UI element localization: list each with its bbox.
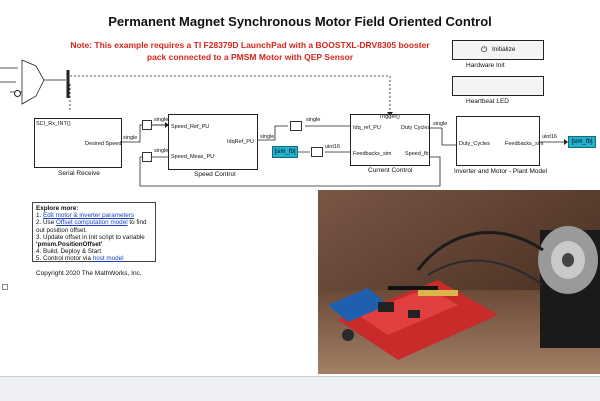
signal-type: uint16 <box>542 134 557 140</box>
explore-item-1: 1. Edit motor & inverter parameters <box>36 212 152 219</box>
host-model-link[interactable]: host model <box>92 255 124 263</box>
explore-more-panel: Explore more: 1. Edit motor & inverter p… <box>32 202 156 262</box>
duty-cycles-in-port: Duty_Cycles <box>459 141 490 147</box>
signal-type: single <box>154 117 169 123</box>
checkbox-icon[interactable] <box>2 284 8 290</box>
item-prefix: 1. <box>36 212 44 220</box>
hardware-init-label: Hardware Init <box>466 62 505 69</box>
power-icon: ⏻ <box>481 45 488 54</box>
speed-ref-port: Speed_Ref_PU <box>171 124 210 130</box>
speed-control-label: Speed Control <box>194 171 236 178</box>
initialize-label: Initialize <box>492 46 516 53</box>
explore-item-2: 2. Use Offset computation model to find … <box>36 219 152 233</box>
signal-type: single <box>306 117 321 123</box>
offset-variable: 'pmsm.PositionOffset' <box>36 241 103 249</box>
requirements-note: Note: This example requires a TI F28379D… <box>70 40 430 62</box>
serial-receive-block[interactable]: SCI_Rx_INT() Desired Speed <box>34 118 122 168</box>
current-control-block[interactable]: Trigger() Idq_ref_PU Feedbacks_sim Duty … <box>350 114 430 166</box>
plant-model-label: Inverter and Motor - Plant Model <box>454 168 548 175</box>
signal-type: single <box>433 121 448 127</box>
serial-trigger-port: SCI_Rx_INT() <box>36 121 71 127</box>
data-type-conversion-block[interactable] <box>311 147 323 157</box>
offset-model-link[interactable]: Offset computation model <box>55 219 128 227</box>
signal-type: single <box>260 134 275 140</box>
data-type-conversion-block[interactable] <box>142 120 152 130</box>
speed-control-block[interactable]: Speed_Ref_PU Speed_Meas_PU IdqRef_PU <box>168 114 258 170</box>
signal-type: uint16 <box>325 144 340 150</box>
item-text: 3. Update offset in Init script to varia… <box>36 233 145 241</box>
idqref-port: IdqRef_PU <box>227 139 254 145</box>
status-bar <box>0 376 600 401</box>
feedbacks-out-port: Feedbacks_sim <box>505 141 544 147</box>
speed-meas-port: Speed_Meas_PU <box>171 154 215 160</box>
current-control-label: Current Control <box>368 167 413 174</box>
explore-item-5: 5. Control motor via host model <box>36 255 152 262</box>
item-prefix: 2. Use <box>36 219 56 227</box>
duty-cycles-port: Duty Cycles <box>401 125 431 131</box>
inport-icon <box>14 90 21 97</box>
data-type-conversion-block[interactable] <box>290 121 302 131</box>
explore-item-4: 4. Build, Deploy & Start <box>36 248 102 256</box>
explore-item-3: 3. Update offset in Init script to varia… <box>36 234 152 248</box>
explore-heading: Explore more: <box>36 205 79 212</box>
hardware-photo <box>318 190 600 374</box>
goto-sim-fb-tag[interactable]: [sim_fb] <box>568 136 596 148</box>
serial-signal-type: single <box>123 135 138 141</box>
signal-type: single <box>154 148 169 154</box>
idq-ref-port: Idq_ref_PU <box>353 125 381 131</box>
edit-params-link[interactable]: Edit motor & inverter parameters <box>43 212 135 220</box>
copyright-text: Copyright 2020 The MathWorks, Inc. <box>36 270 142 277</box>
heartbeat-led-block[interactable] <box>452 76 544 96</box>
heartbeat-led-label: Heartbeat LED <box>466 98 509 105</box>
plant-model-block[interactable]: Duty_Cycles Feedbacks_sim <box>456 116 544 166</box>
serial-out-port: Desired Speed <box>85 141 122 147</box>
feedbacks-sim-port: Feedbacks_sim <box>353 151 392 157</box>
initialize-button[interactable]: ⏻ Initialize <box>452 40 544 60</box>
launchpad-motor-image <box>318 190 600 374</box>
serial-receive-label: Serial Receive <box>58 170 100 177</box>
item-prefix: 5. Control motor via <box>36 255 93 263</box>
data-type-conversion-block[interactable] <box>142 152 152 162</box>
speed-fb-port: Speed_fb <box>405 151 429 157</box>
from-sim-fb-tag[interactable]: [sim_fb] <box>272 146 298 158</box>
trigger-port: Trigger() <box>379 114 400 120</box>
model-title: Permanent Magnet Synchronous Motor Field… <box>108 14 492 29</box>
item-suffix: to find out position offset. <box>36 219 147 234</box>
